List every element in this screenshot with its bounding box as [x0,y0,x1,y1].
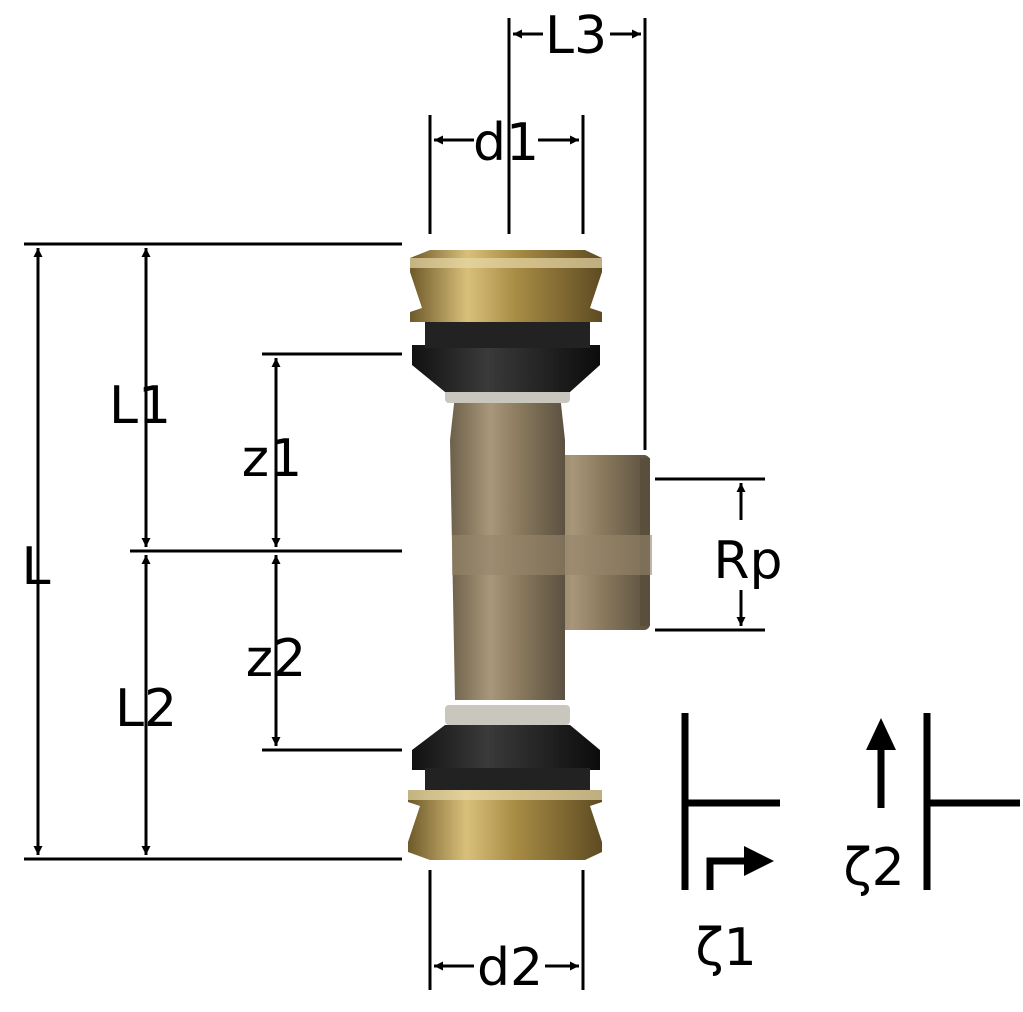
label-zeta1: ζ1 [695,918,756,978]
label-zeta2: ζ2 [843,838,904,898]
flow-symbol-zeta2 [877,713,1020,890]
flow-symbol-zeta1 [681,713,780,890]
dimension-arrows [33,29,746,971]
flow-arrow-up-icon [866,718,896,750]
label-d2: d2 [477,938,543,998]
label-L1: L1 [109,376,171,436]
label-L: L [22,537,51,597]
label-L3: L3 [545,6,607,66]
label-d1: d1 [473,113,539,173]
label-z1: z1 [242,429,302,489]
label-Rp: Rp [713,531,782,591]
label-z2: z2 [246,629,306,689]
tee-fitting-image [408,250,652,860]
extension-lines [24,18,765,990]
label-L2: L2 [115,679,177,739]
flow-arrow-right-icon [744,846,774,876]
